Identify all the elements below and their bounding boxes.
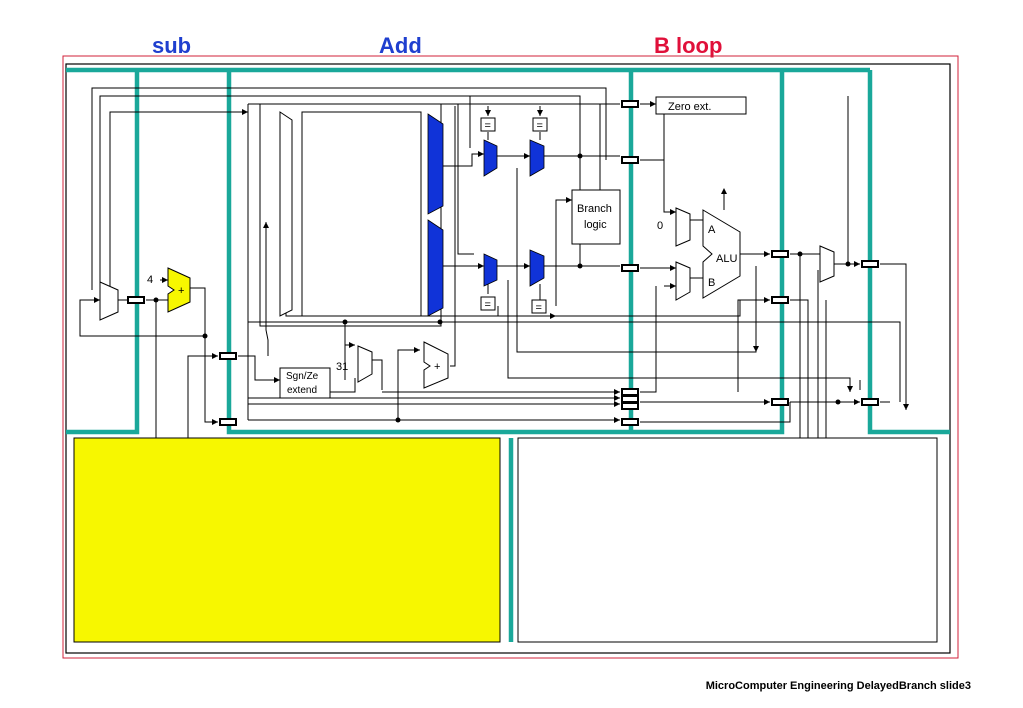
white-panel [517,437,938,643]
compare-box-3 [480,296,496,311]
const-4-label: 4 [147,274,153,286]
arrowheads [94,101,909,425]
latch-ex-5 [621,395,639,403]
latch-wb-1 [861,260,879,268]
pipeline-bar-wb-boundary [867,70,950,435]
comparators: = = = = [480,117,548,314]
mem-result-mux [819,245,835,283]
compare-box-1 [480,117,496,132]
sgn-ze-extend-box [279,367,331,399]
alu-input-a-label: A [708,224,716,236]
footer-caption: MicroComputer Engineering DelayedBranch … [705,680,971,692]
forward-mux-b2 [529,249,545,287]
compare-box-2 [532,117,548,132]
junction-dots [153,153,851,423]
compare-label-2: = [537,120,543,132]
latch-mem-3 [771,398,789,406]
alu [702,209,741,299]
zero-ext-label: Zero ext. [668,101,711,113]
latch-ex-3 [621,264,639,272]
latch-ex-1 [621,100,639,108]
compare-label-1: = [485,120,491,132]
stage-label-b-loop: B loop [654,33,722,58]
sgn-ze-label-1: Sgn/Ze [286,371,319,382]
latch-mem-2 [771,296,789,304]
const-0-label: 0 [657,220,663,232]
forward-mux-a1 [483,139,498,177]
sgn-ze-label-2: extend [287,385,317,396]
yellow-panel [73,437,501,643]
operand-b-mux-tall [427,219,444,317]
latch-ex-7 [621,418,639,426]
latch-ex-4 [621,388,639,396]
alu-input-b-label: B [708,277,715,289]
branch-logic-label-2: logic [584,219,607,231]
latch-id-2 [219,418,237,426]
branch-adder-plus: + [434,361,440,373]
latch-if-pc [127,296,145,304]
operand-a-mux-tall [427,113,444,215]
pc-mux [99,281,119,321]
alu-mux-b [675,261,691,301]
branch-logic-box [571,189,621,245]
decode-block [259,103,442,327]
latch-ex-2 [621,156,639,164]
stage-label-sub: sub [152,33,191,58]
zero-ext-box [655,96,747,115]
outer-frame [62,55,959,659]
compare-label-4: = [536,302,542,314]
latch-ex-6 [621,402,639,410]
register-file [301,111,422,317]
latch-id-1 [219,352,237,360]
shift-mux [357,345,373,383]
const-31-label: 31 [336,361,348,373]
stage-label-add: Add [379,33,422,58]
latch-wb-2 [861,398,879,406]
latch-mem-1 [771,250,789,258]
compare-label-3: = [485,299,491,311]
reg-read-port [279,111,293,317]
forward-mux-b1 [483,253,498,287]
pc-adder-plus: + [178,285,184,297]
compare-box-4 [531,299,547,314]
forward-mux-a2 [529,139,545,177]
pipeline-latches [127,100,879,426]
alu-label: ALU [716,253,737,265]
branch-logic-label-1: Branch [577,203,612,215]
alu-mux-a [675,207,691,247]
pc-adder [167,267,191,313]
branch-target-adder [423,341,449,389]
inner-frame [65,63,951,654]
pipeline-bar-sub-boundary [66,70,140,435]
